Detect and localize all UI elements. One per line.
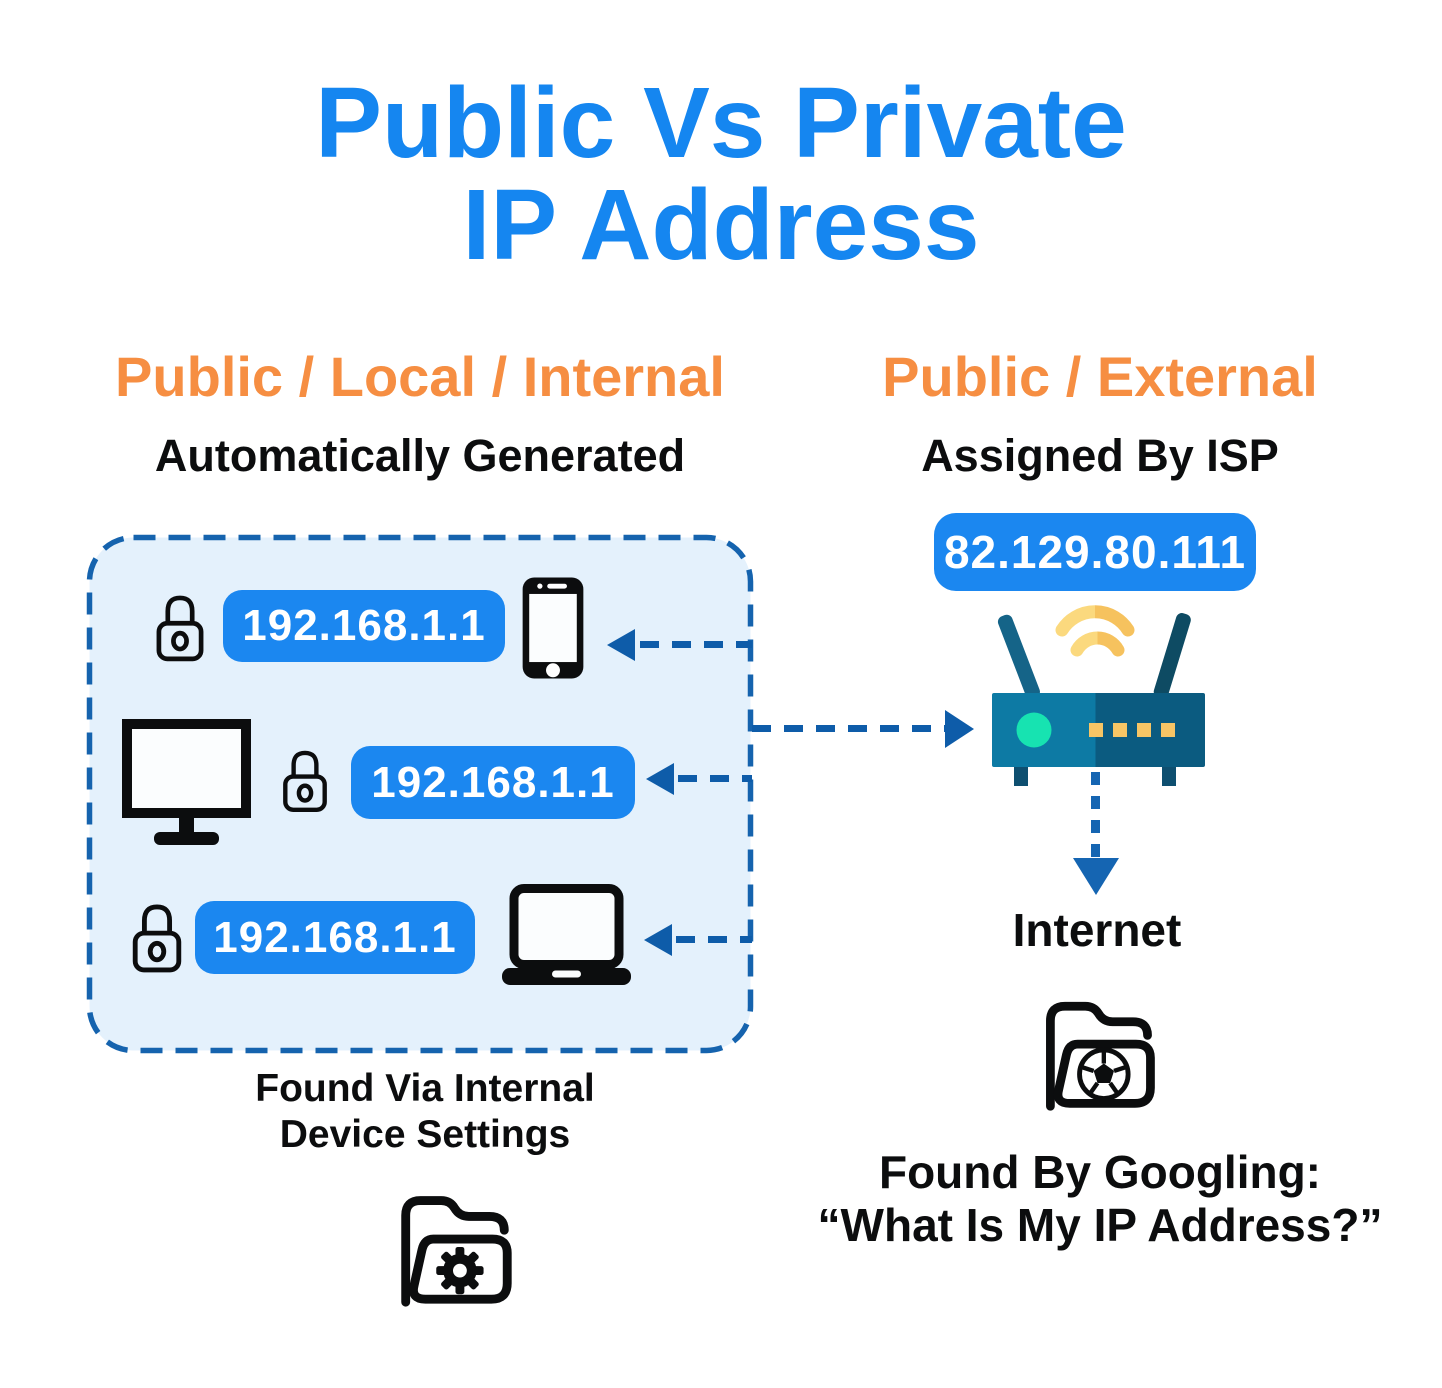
arrow-to-monitor-line	[678, 775, 752, 782]
router-indicator-light	[1016, 712, 1052, 748]
public-footer-line-2: “What Is My IP Address?”	[817, 1199, 1383, 1251]
wifi-signal-icon	[1055, 605, 1135, 657]
arrow-to-laptop-head	[644, 924, 672, 956]
arrow-to-smartphone-head	[607, 629, 635, 661]
router-ports	[1089, 723, 1175, 737]
public-column-heading: Public / External	[882, 345, 1318, 408]
arrow-to-monitor-head	[646, 763, 674, 795]
smartphone-icon	[522, 577, 584, 679]
page-title: Public Vs Private IP Address	[0, 72, 1442, 276]
private-footer-text: Found Via Internal Device Settings	[20, 1066, 830, 1158]
internet-label: Internet	[1012, 904, 1182, 956]
public-column-subheading: Assigned By ISP	[921, 430, 1279, 481]
title-line-1: Public Vs Private	[315, 67, 1127, 179]
lock-icon	[156, 595, 204, 662]
arrow-to-smartphone-line	[640, 641, 752, 648]
lock-icon	[132, 904, 182, 973]
arrow-to-laptop-line	[676, 936, 752, 943]
soccer-ball-icon	[1077, 1047, 1131, 1101]
router-antennas	[997, 613, 1191, 699]
private-footer-line-2: Device Settings	[279, 1113, 571, 1156]
private-footer-line-1: Found Via Internal	[255, 1067, 595, 1110]
router-legs	[1014, 767, 1176, 786]
monitor-icon	[122, 719, 251, 845]
private-ip-pill: 192.168.1.1	[223, 590, 505, 662]
arrow-router-to-internet-line	[1091, 772, 1100, 858]
arrow-lan-to-router-line	[752, 725, 945, 732]
title-line-2: IP Address	[462, 169, 980, 281]
private-ip-pill: 192.168.1.1	[195, 901, 475, 974]
private-ip-pill: 192.168.1.1	[351, 746, 635, 819]
public-ip-pill: 82.129.80.111	[934, 513, 1256, 591]
laptop-icon	[502, 884, 631, 985]
private-column-heading: Public / Local / Internal	[115, 345, 725, 408]
arrow-router-to-internet-head	[1073, 858, 1119, 895]
lock-icon	[283, 750, 327, 812]
public-footer-text: Found By Googling: “What Is My IP Addres…	[770, 1146, 1430, 1252]
public-footer-line-1: Found By Googling:	[878, 1146, 1321, 1198]
wifi-router-icon	[992, 605, 1205, 786]
private-column-subheading: Automatically Generated	[154, 430, 686, 481]
folder-browser-icon	[1046, 1001, 1155, 1111]
folder-settings-icon	[401, 1196, 512, 1307]
gear-icon	[436, 1246, 484, 1295]
arrow-lan-to-router-head	[945, 710, 974, 748]
